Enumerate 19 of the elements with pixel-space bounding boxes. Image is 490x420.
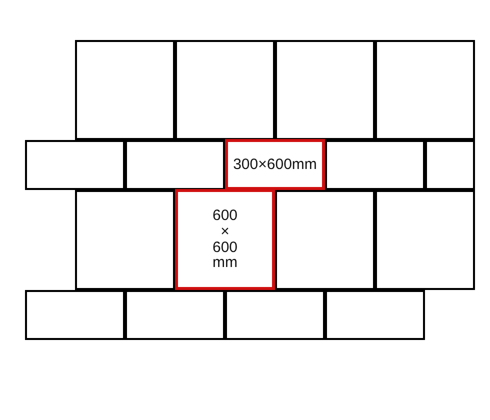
tile [375,40,475,140]
tile [275,40,375,140]
tile [275,190,375,290]
tile [425,140,475,190]
highlighted-tile [225,139,325,190]
tile [175,40,275,140]
tile [25,140,125,190]
tile [125,140,225,190]
tile [75,190,175,290]
tile [225,290,325,340]
tile [125,290,225,340]
tile [375,190,475,290]
tile [325,140,425,190]
dimension-label: 300×600mm [233,156,317,172]
tile [25,290,125,340]
tile [75,40,175,140]
tile [325,290,425,340]
dimension-label: 600 × 600 mm [211,208,239,271]
highlighted-tile [175,189,275,290]
